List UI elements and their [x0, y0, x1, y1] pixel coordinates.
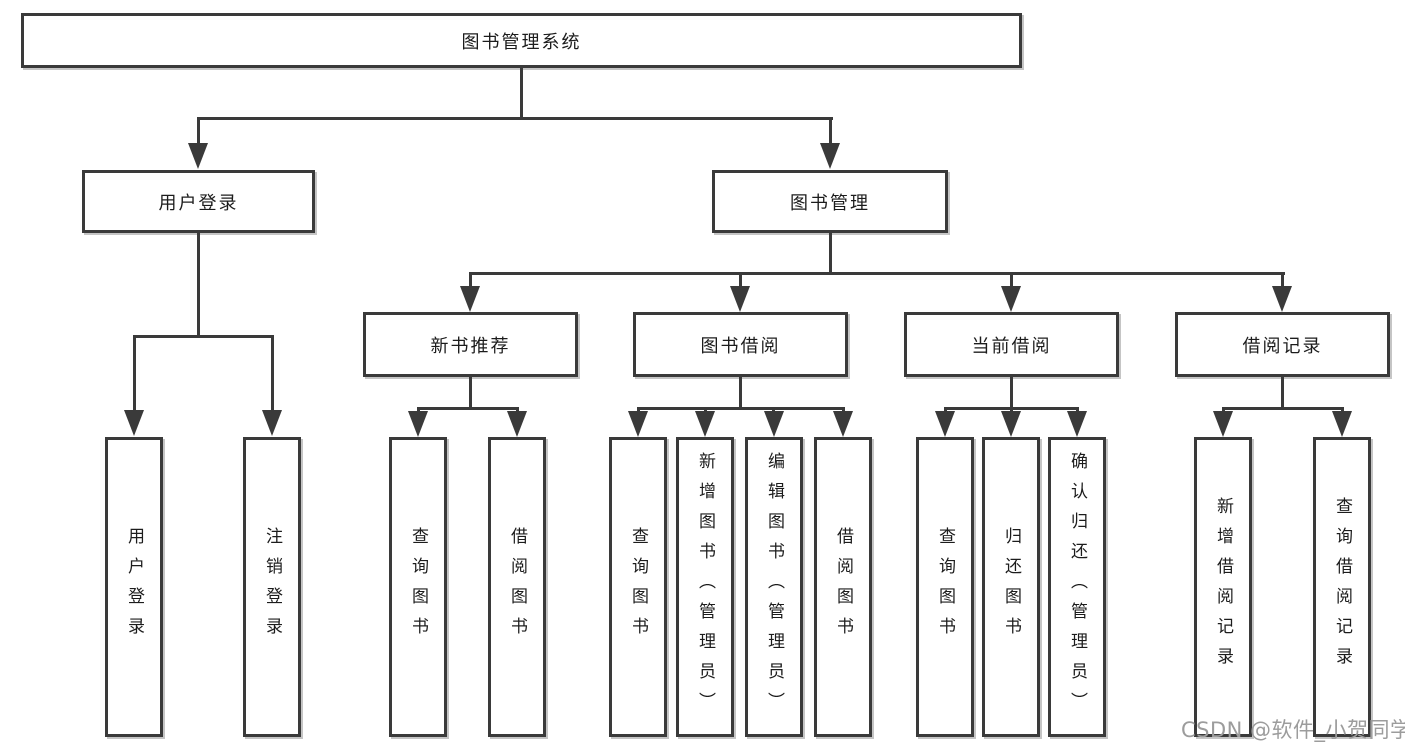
connector-login-left-stem [133, 335, 136, 412]
connector-l3-stem-3 [1010, 272, 1013, 288]
connector-g2-rail [417, 407, 519, 410]
connector-l2-right-stem [829, 117, 832, 145]
connector-g5-s2 [1341, 407, 1344, 413]
leaf-add-book-admin: 新增图书（管理员） [676, 437, 734, 737]
connector-g5-rail [1222, 407, 1344, 410]
arrowhead-g4-return-book [1001, 411, 1021, 437]
arrowhead-g5-query-record [1332, 411, 1352, 437]
connector-g2-s2 [516, 407, 519, 413]
node-label: 注销登录 [262, 527, 282, 647]
node-borrow-records: 借阅记录 [1175, 312, 1390, 377]
arrowhead-g5-add-record [1213, 411, 1233, 437]
arrowhead-user-login [188, 143, 208, 169]
connector-g3-s4 [842, 407, 845, 413]
node-label: 图书管理系统 [461, 31, 582, 53]
arrowhead-g2-query-books [408, 411, 428, 437]
node-current-borrow: 当前借阅 [904, 312, 1119, 377]
leaf-query-books-current: 查询图书 [916, 437, 974, 737]
connector-g4-s3 [1076, 407, 1079, 413]
node-label: 用户登录 [124, 527, 144, 647]
connector-g4-s1 [944, 407, 947, 413]
node-label: 借阅图书 [507, 527, 527, 647]
connector-login-rail [133, 335, 274, 338]
connector-l2-left-stem [197, 117, 200, 145]
node-label: 图书借阅 [700, 335, 781, 357]
leaf-add-borrow-record: 新增借阅记录 [1194, 437, 1252, 737]
node-label: 查询借阅记录 [1332, 497, 1352, 677]
node-label: 新增图书（管理员） [695, 452, 715, 722]
connector-g3-s1 [637, 407, 640, 413]
arrowhead-g3-add-book [695, 411, 715, 437]
node-label: 借阅记录 [1242, 335, 1323, 357]
arrowhead-g4-confirm-return [1067, 411, 1087, 437]
node-label: 查询图书 [628, 527, 648, 647]
node-label: 新增借阅记录 [1213, 497, 1233, 677]
leaf-borrow-books-recommend: 借阅图书 [488, 437, 546, 737]
connector-l3-stem-2 [739, 272, 742, 288]
connector-l3-rail [469, 272, 1285, 275]
leaf-edit-book-admin: 编辑图书（管理员） [745, 437, 803, 737]
node-label: 编辑图书（管理员） [764, 452, 784, 722]
watermark: CSDN @软件_小贺同学 [1181, 718, 1405, 742]
leaf-user-login: 用户登录 [105, 437, 163, 737]
connector-l3-stem-1 [469, 272, 472, 288]
arrowhead-g3-borrow-books [833, 411, 853, 437]
node-library-system: 图书管理系统 [21, 13, 1022, 68]
connector-login-stem [197, 233, 200, 337]
leaf-logout: 注销登录 [243, 437, 301, 737]
arrowhead-g3-edit-book [764, 411, 784, 437]
leaf-borrow-books: 借阅图书 [814, 437, 872, 737]
node-label: 归还图书 [1001, 527, 1021, 647]
leaf-query-books-borrow: 查询图书 [609, 437, 667, 737]
arrowhead-borrow-records [1272, 286, 1292, 312]
node-new-book-recommend: 新书推荐 [363, 312, 578, 377]
arrowhead-leaf-logout [262, 410, 282, 436]
leaf-confirm-return-admin: 确认归还（管理员） [1048, 437, 1106, 737]
arrowhead-book-management [820, 143, 840, 169]
node-book-management: 图书管理 [712, 170, 948, 233]
leaf-return-book: 归还图书 [982, 437, 1040, 737]
connector-g3-s3 [772, 407, 775, 413]
node-label: 确认归还（管理员） [1067, 452, 1087, 722]
node-label: 查询图书 [935, 527, 955, 647]
connector-l3-stem-4 [1281, 272, 1284, 288]
connector-g5-stem [1281, 377, 1284, 409]
connector-g4-s2 [1010, 407, 1013, 413]
node-label: 借阅图书 [833, 527, 853, 647]
node-book-borrow: 图书借阅 [633, 312, 848, 377]
node-label: 新书推荐 [430, 335, 511, 357]
arrowhead-g4-query-books [935, 411, 955, 437]
connector-g5-s1 [1222, 407, 1225, 413]
connector-g2-stem [469, 377, 472, 409]
arrowhead-leaf-user-login [124, 410, 144, 436]
connector-login-right-stem [271, 335, 274, 412]
arrowhead-new-book-recommend [460, 286, 480, 312]
node-label: 用户登录 [158, 192, 239, 214]
connector-root-stem [520, 68, 523, 120]
arrowhead-book-borrow [730, 286, 750, 312]
connector-l2-rail [197, 117, 833, 120]
leaf-query-books-recommend: 查询图书 [389, 437, 447, 737]
node-label: 图书管理 [790, 192, 870, 214]
connector-g3-s2 [704, 407, 707, 413]
node-user-login: 用户登录 [82, 170, 315, 233]
connector-g3-stem [739, 377, 742, 409]
connector-g2-s1 [417, 407, 420, 413]
arrowhead-g2-borrow-books [507, 411, 527, 437]
arrowhead-current-borrow [1001, 286, 1021, 312]
leaf-query-borrow-record: 查询借阅记录 [1313, 437, 1371, 737]
arrowhead-g3-query-books [628, 411, 648, 437]
connector-mgmt-stem [829, 233, 832, 275]
connector-g4-stem [1010, 377, 1013, 409]
node-label: 当前借阅 [971, 335, 1052, 357]
node-label: 查询图书 [408, 527, 428, 647]
connector-g3-rail [637, 407, 845, 410]
